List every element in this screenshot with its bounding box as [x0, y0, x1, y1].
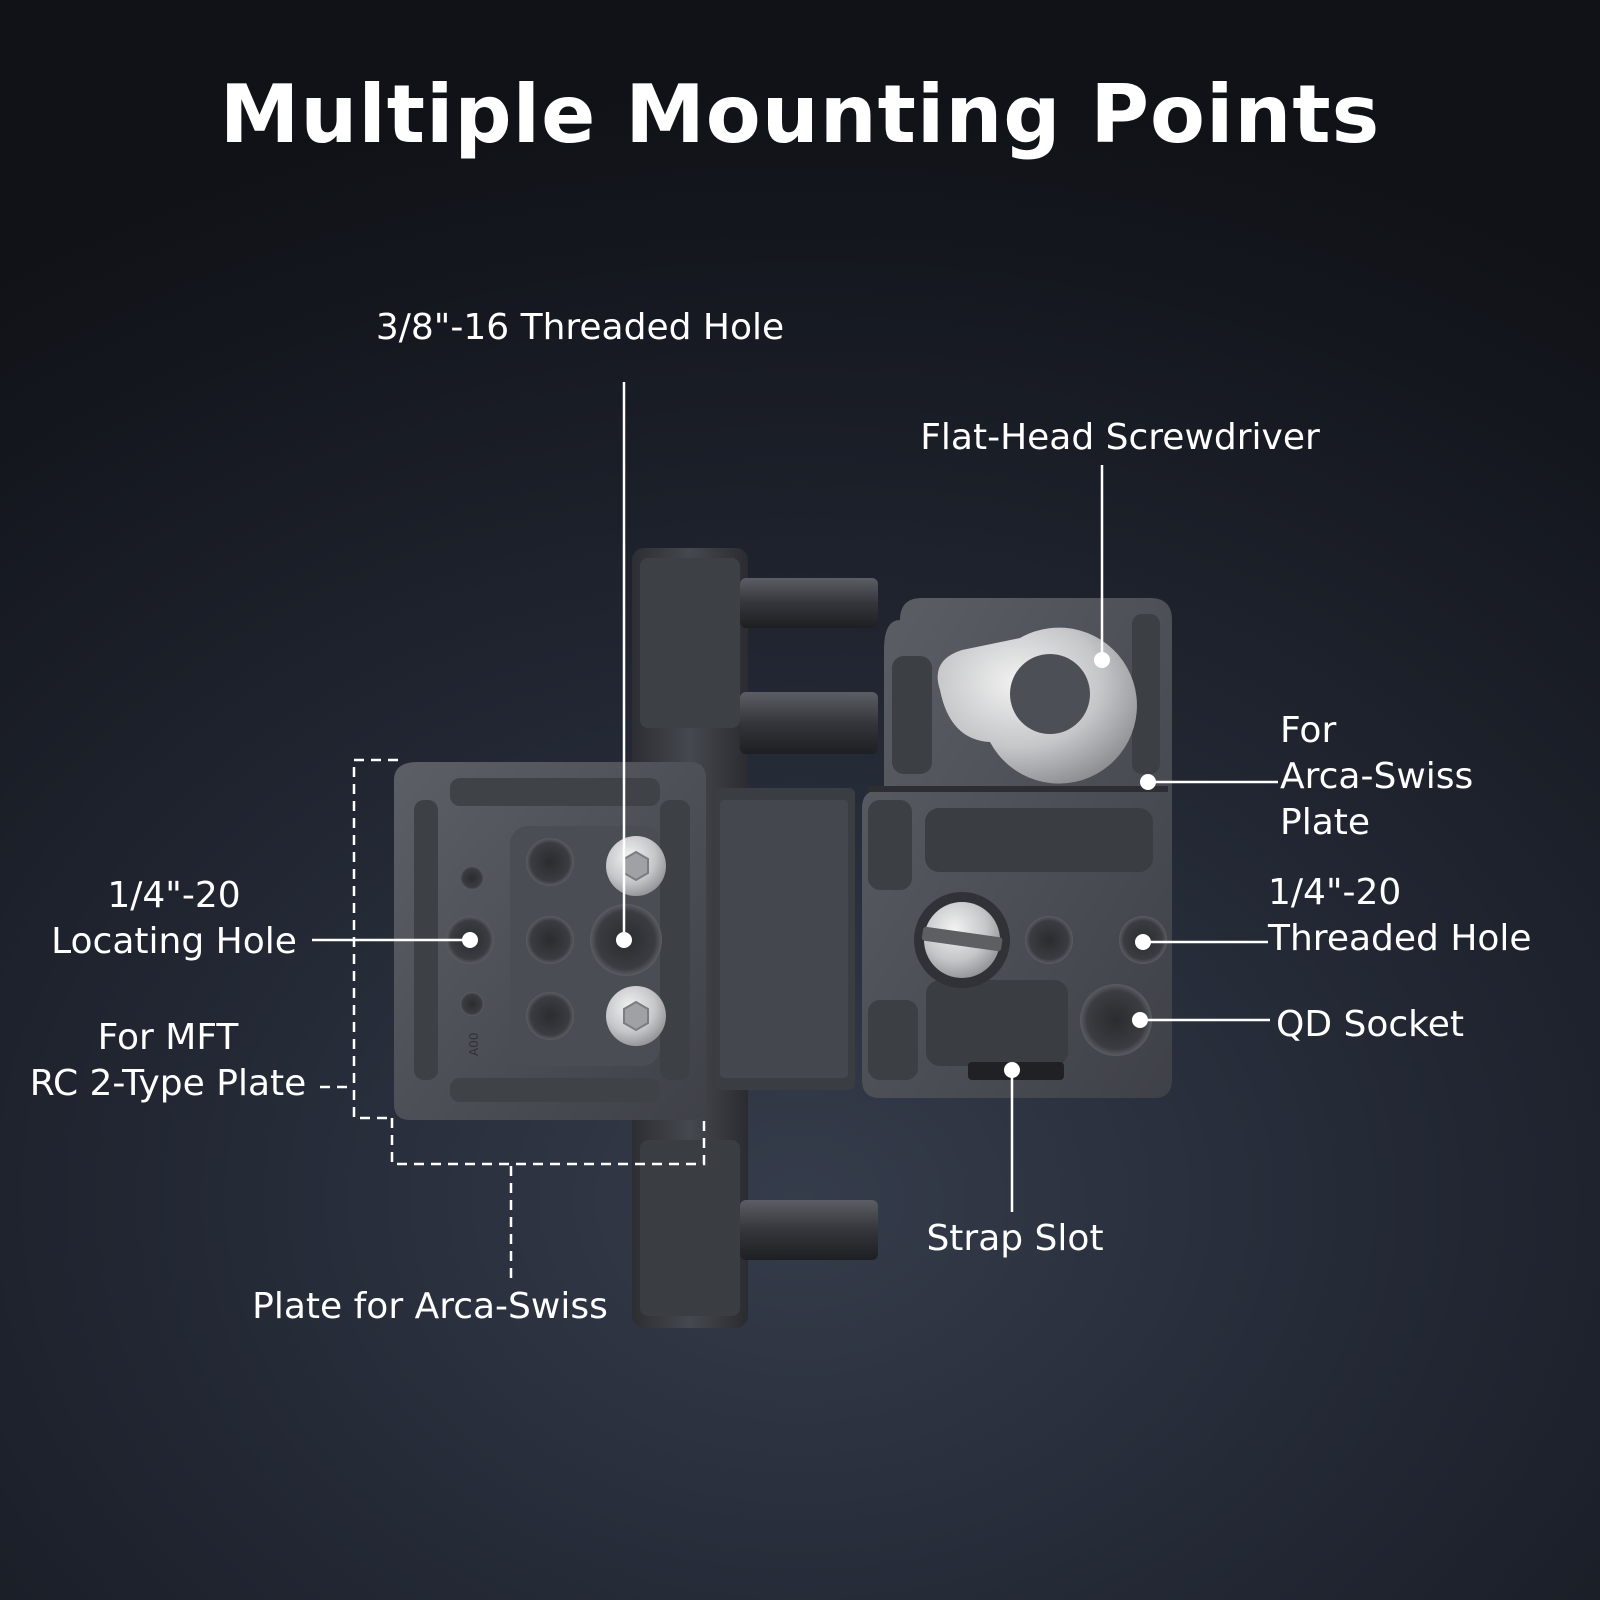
left-quick-release-plate	[394, 762, 706, 1120]
leader-lines	[312, 382, 1278, 1212]
leader-dots	[462, 652, 1156, 1078]
right-plate-features	[914, 892, 1167, 1056]
label-flat-head-screwdriver: Flat-Head Screwdriver	[920, 417, 1320, 458]
label-threaded-hole-1-4: 1/4"-20 Threaded Hole	[1268, 872, 1532, 959]
label-locating-hole: 1/4"-20 Locating Hole	[51, 875, 297, 962]
label-qd-socket: QD Socket	[1276, 1004, 1464, 1045]
center-block	[715, 788, 855, 1090]
screwdriver-washer	[937, 627, 1137, 784]
plate-engraving: A00	[467, 1033, 481, 1056]
label-for-arca-swiss-plate: For Arca-Swiss Plate	[1280, 710, 1474, 843]
label-plate-for-arca-swiss: Plate for Arca-Swiss	[252, 1286, 608, 1327]
label-for-mft-plate: For MFT RC 2-Type Plate	[29, 1017, 307, 1104]
page-title: Multiple Mounting Points	[219, 68, 1381, 161]
label-threaded-hole-3-8: 3/8"-16 Threaded Hole	[375, 307, 785, 348]
label-strap-slot: Strap Slot	[926, 1218, 1104, 1259]
mounting-rods	[740, 578, 878, 1260]
